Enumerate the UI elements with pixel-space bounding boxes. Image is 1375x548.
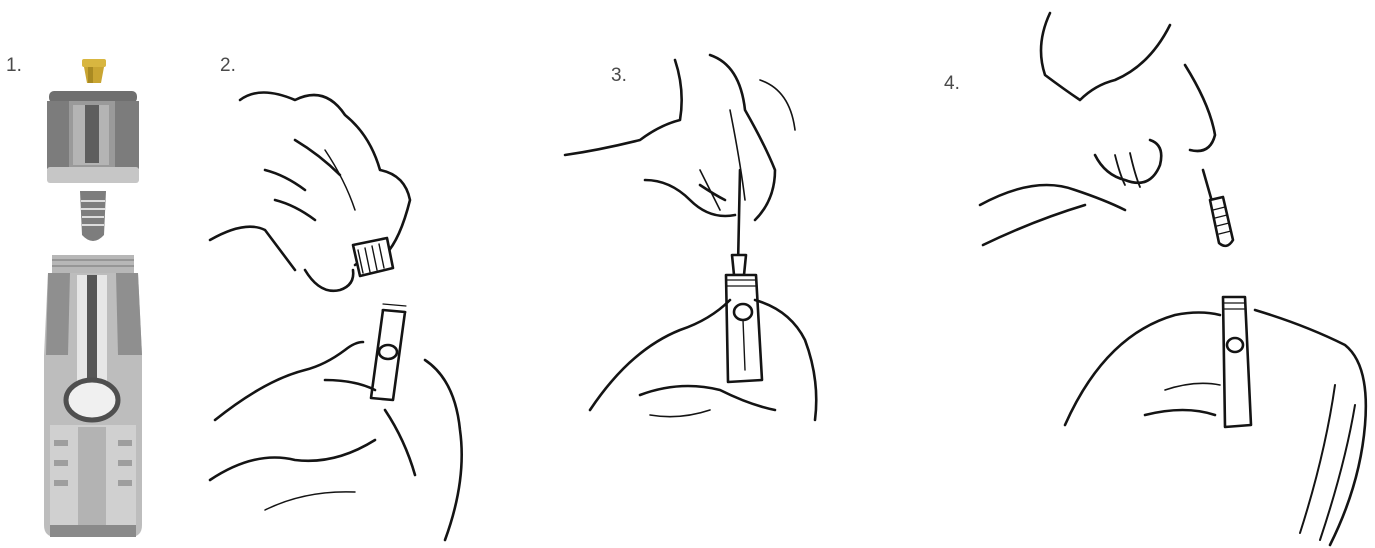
step-3-illustration xyxy=(560,50,870,470)
step-2-label: 2. xyxy=(220,55,236,77)
step-2-illustration xyxy=(205,80,495,548)
step-1-exploded-container xyxy=(30,55,160,545)
step-4-label: 4. xyxy=(944,73,960,95)
cap-icon xyxy=(353,238,393,276)
vial-icon xyxy=(726,275,762,382)
cap-icon xyxy=(47,91,139,183)
hand-icon xyxy=(980,13,1215,245)
insertion-tool-icon xyxy=(1203,170,1233,246)
healing-cap-icon xyxy=(82,59,106,83)
hand-icon xyxy=(1065,310,1366,545)
step-1-label: 1. xyxy=(6,55,22,77)
step-4-illustration xyxy=(975,5,1375,548)
hand-icon xyxy=(210,342,462,540)
implant-icon xyxy=(80,191,106,241)
vial-icon xyxy=(1223,297,1251,427)
hand-icon xyxy=(590,300,816,420)
hand-icon xyxy=(565,55,795,220)
vial-icon xyxy=(44,255,142,537)
vial-icon xyxy=(371,304,406,400)
